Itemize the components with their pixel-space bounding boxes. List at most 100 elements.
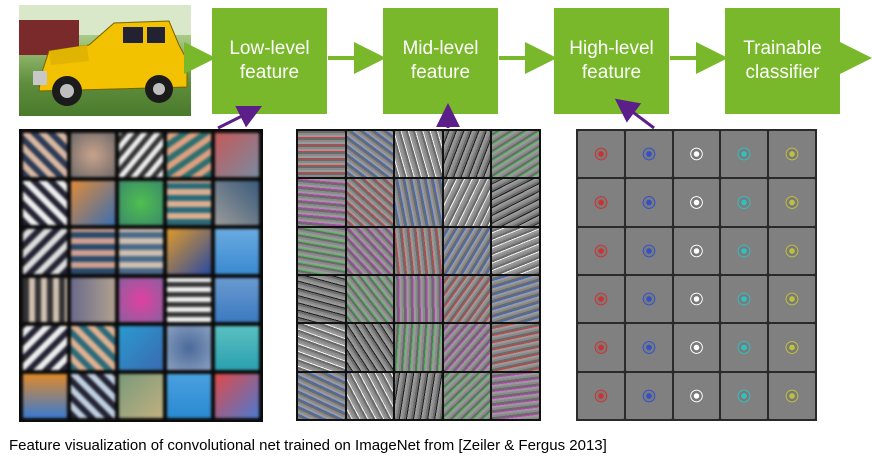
filter-tile bbox=[721, 179, 768, 226]
filter-tile bbox=[298, 324, 345, 371]
filter-tile bbox=[769, 179, 815, 226]
filter-tile bbox=[492, 131, 539, 178]
filter-tile bbox=[673, 324, 720, 371]
filter-tile bbox=[346, 131, 394, 178]
filter-tile bbox=[625, 275, 672, 323]
filter-tile bbox=[443, 179, 491, 226]
filter-tile bbox=[769, 275, 815, 323]
filter-tile bbox=[167, 181, 211, 226]
filter-tile bbox=[119, 325, 163, 370]
filter-tile bbox=[119, 133, 163, 178]
filter-tile bbox=[71, 277, 115, 322]
filter-tile bbox=[298, 227, 345, 274]
filter-tile bbox=[71, 373, 115, 418]
filter-tile bbox=[578, 131, 624, 178]
filter-tile bbox=[346, 275, 394, 323]
filter-tile bbox=[395, 179, 442, 226]
filter-tile bbox=[298, 372, 345, 419]
filter-tile bbox=[346, 324, 394, 371]
filter-tile bbox=[346, 179, 394, 226]
filter-tile bbox=[395, 324, 442, 371]
input-car-image bbox=[19, 5, 191, 116]
filter-tile bbox=[167, 373, 211, 418]
filter-tile bbox=[346, 372, 394, 419]
filter-tile bbox=[625, 227, 672, 274]
filter-tile bbox=[578, 324, 624, 371]
car-illustration bbox=[19, 5, 191, 106]
filter-tile bbox=[443, 131, 491, 178]
filter-tile bbox=[395, 227, 442, 274]
pointer-arrow-low bbox=[217, 105, 263, 130]
filter-tile bbox=[443, 275, 491, 323]
filter-tile bbox=[23, 325, 67, 370]
filter-tile bbox=[492, 372, 539, 419]
filter-tile bbox=[673, 227, 720, 274]
filter-tile bbox=[625, 179, 672, 226]
filter-tile bbox=[298, 179, 345, 226]
filter-tile bbox=[167, 277, 211, 322]
filter-tile bbox=[769, 131, 815, 178]
filter-tile bbox=[769, 324, 815, 371]
filter-tile bbox=[119, 229, 163, 274]
filter-tile bbox=[23, 133, 67, 178]
filter-tile bbox=[71, 325, 115, 370]
filter-tile bbox=[298, 131, 345, 178]
filter-tile bbox=[119, 277, 163, 322]
filter-tile bbox=[298, 275, 345, 323]
filter-tile bbox=[673, 275, 720, 323]
filter-tile bbox=[769, 227, 815, 274]
filter-tile bbox=[346, 227, 394, 274]
stage-trainable-classifier: Trainable classifier bbox=[725, 8, 840, 114]
filter-tile bbox=[215, 229, 259, 274]
filter-tile bbox=[395, 372, 442, 419]
high-level-filters-grid bbox=[576, 129, 817, 421]
filter-tile bbox=[625, 324, 672, 371]
filter-tile bbox=[71, 133, 115, 178]
filter-tile bbox=[215, 277, 259, 322]
filter-tile bbox=[721, 324, 768, 371]
filter-tile bbox=[71, 181, 115, 226]
filter-tile bbox=[119, 181, 163, 226]
filter-tile bbox=[23, 229, 67, 274]
filter-tile bbox=[71, 229, 115, 274]
filter-tile bbox=[23, 181, 67, 226]
filter-tile bbox=[443, 372, 491, 419]
stage-mid-level-feature: Mid-level feature bbox=[383, 8, 498, 114]
filter-tile bbox=[215, 181, 259, 226]
figure-caption: Feature visualization of convolutional n… bbox=[9, 437, 607, 454]
filter-tile bbox=[578, 227, 624, 274]
filter-tile bbox=[721, 275, 768, 323]
filter-tile bbox=[578, 179, 624, 226]
filter-tile bbox=[769, 372, 815, 419]
filter-tile bbox=[673, 179, 720, 226]
filter-tile bbox=[23, 373, 67, 418]
low-level-filters-grid bbox=[19, 129, 263, 422]
filter-tile bbox=[492, 179, 539, 226]
pointer-arrows bbox=[217, 98, 655, 130]
filter-tile bbox=[578, 275, 624, 323]
filter-tile bbox=[215, 133, 259, 178]
filter-tile bbox=[443, 324, 491, 371]
filter-tile bbox=[492, 275, 539, 323]
stage-low-level-feature: Low-level feature bbox=[212, 8, 327, 114]
stage-high-level-feature: High-level feature bbox=[554, 8, 669, 114]
filter-tile bbox=[673, 131, 720, 178]
filter-tile bbox=[721, 227, 768, 274]
filter-tile bbox=[215, 325, 259, 370]
filter-tile bbox=[119, 373, 163, 418]
filter-tile bbox=[492, 324, 539, 371]
filter-tile bbox=[167, 229, 211, 274]
filter-tile bbox=[673, 372, 720, 419]
filter-tile bbox=[395, 131, 442, 178]
filter-tile bbox=[578, 372, 624, 419]
filter-tile bbox=[395, 275, 442, 323]
filter-tile bbox=[625, 372, 672, 419]
mid-level-filters-grid bbox=[296, 129, 541, 421]
filter-tile bbox=[167, 325, 211, 370]
pointer-arrow-high bbox=[614, 98, 655, 130]
filter-tile bbox=[23, 277, 67, 322]
filter-tile bbox=[721, 372, 768, 419]
filter-tile bbox=[443, 227, 491, 274]
filter-tile bbox=[625, 131, 672, 178]
